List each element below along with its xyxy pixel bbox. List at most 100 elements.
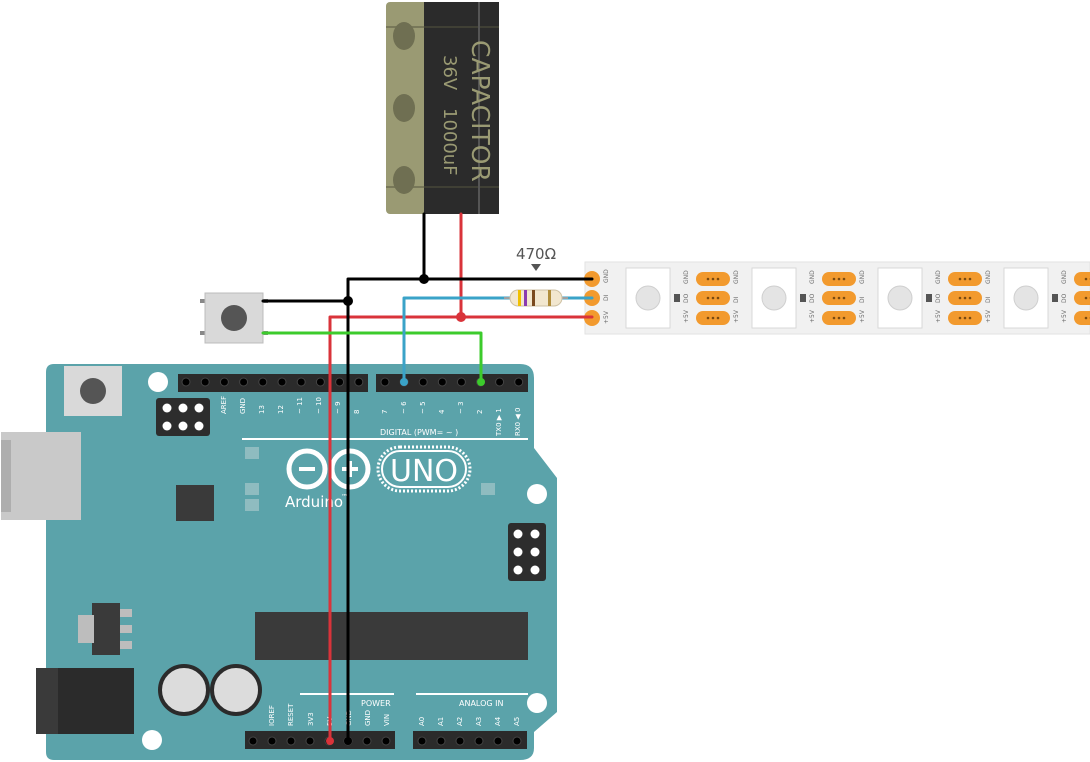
digital-left-pin-label: 13 <box>258 405 266 414</box>
digital-right-pin-label: TX0 ▶ 1 <box>495 408 503 437</box>
digital-header-right <box>376 374 528 392</box>
icsp-pin <box>530 529 540 539</box>
analog-header <box>413 731 527 749</box>
pad-dot <box>837 316 841 320</box>
smd-4 <box>481 483 495 495</box>
pad-dot <box>832 277 836 281</box>
capacitor: CAPACITOR 36V 1000uF <box>386 2 499 214</box>
icsp-pin <box>162 403 172 413</box>
icsp-pin <box>513 565 523 575</box>
analog-pin-label: A0 <box>418 717 426 726</box>
strip-out-label: DO <box>809 293 816 303</box>
brand-text: Arduino <box>285 493 343 511</box>
strip-pad <box>1074 272 1090 286</box>
board-pins <box>181 377 524 746</box>
led-lens <box>635 285 661 311</box>
board-capacitor-1 <box>158 664 210 716</box>
trademark-text: ™ <box>341 493 348 501</box>
logo-minus-ring <box>286 448 328 490</box>
digital-left-extra-pin <box>200 377 210 387</box>
power-jack-front <box>36 668 58 734</box>
digital-right-pin-label: 7 <box>381 410 389 414</box>
pad-dot <box>963 277 967 281</box>
pad-dot <box>958 316 962 320</box>
power-pin <box>381 736 391 746</box>
strip-out-label: +5V <box>683 309 690 323</box>
regulator-tab <box>78 615 94 643</box>
digital-left-pin-label: AREF <box>220 396 228 414</box>
smd-3 <box>245 499 259 511</box>
pin-dot-2 <box>477 378 485 386</box>
led-capacitor <box>1052 294 1058 302</box>
resistor-marker-icon <box>531 264 541 271</box>
strip-in-label: GND <box>733 270 740 284</box>
analog-pin <box>455 736 465 746</box>
icsp-pin <box>194 403 204 413</box>
wire-ground <box>346 277 594 743</box>
digital-right-pin-label: ~ 3 <box>457 401 465 414</box>
resistor: 470Ω <box>504 245 568 307</box>
icsp-pin <box>178 403 188 413</box>
analog-pin-label: A5 <box>513 717 521 726</box>
capacitor-crimp-2 <box>393 94 415 122</box>
pad-dot <box>706 277 710 281</box>
resistor-band-2 <box>524 290 527 306</box>
mount-hole-1 <box>148 372 168 392</box>
strip-out-label: GND <box>1061 270 1068 284</box>
wire-power-5v <box>328 315 594 743</box>
strip-in-label: DI <box>985 296 992 303</box>
analog-pin-label: A2 <box>456 717 464 726</box>
pin-dot-5v <box>326 737 334 745</box>
button-cap <box>221 305 247 331</box>
capacitor-label: CAPACITOR <box>466 40 495 182</box>
resistor-band-4 <box>548 290 551 306</box>
strip-out-label: GND <box>809 270 816 284</box>
smd-2 <box>245 483 259 495</box>
capacitor-voltage: 36V <box>439 55 460 91</box>
smd-1 <box>245 447 259 459</box>
digital-left-pin-label: 8 <box>353 410 361 414</box>
junction-power <box>456 312 466 322</box>
pad-dot <box>706 316 710 320</box>
logo-plus-v <box>348 461 352 477</box>
strip-in-label: DI <box>733 296 740 303</box>
capacitor-crimp-3 <box>393 166 415 194</box>
pin-dot-6 <box>400 378 408 386</box>
reset-button-cap <box>80 378 106 404</box>
wire-data-pin6 <box>402 296 514 384</box>
digital-right-pin <box>456 377 466 387</box>
strip-out-label: +5V <box>935 309 942 323</box>
icsp-pin <box>194 421 204 431</box>
digital-left-extra-pin <box>219 377 229 387</box>
pad-dot <box>1084 296 1088 300</box>
capacitor-band-top <box>386 26 499 28</box>
pad-dot <box>711 316 715 320</box>
pad-dot <box>963 296 967 300</box>
capacitor-stripe <box>424 2 499 214</box>
usb-connector <box>1 432 81 520</box>
pin-dot-gnd <box>344 737 352 745</box>
regulator-pin-2 <box>120 625 132 633</box>
digital-right-pin-label: 4 <box>438 409 446 414</box>
led-capacitor <box>926 294 932 302</box>
power-pin <box>362 736 372 746</box>
digital-left-extra-pin <box>239 377 249 387</box>
pad-dot <box>958 296 962 300</box>
small-chip <box>176 485 214 521</box>
resistor-value-label: 470Ω <box>516 245 556 263</box>
power-pin <box>305 736 315 746</box>
analog-pin-label: A1 <box>437 717 445 726</box>
pad-dot <box>1084 316 1088 320</box>
analog-label: ANALOG IN <box>459 699 504 708</box>
digital-left-pin-label: ~ 9 <box>334 401 342 414</box>
pad-dot <box>711 296 715 300</box>
digital-header-label: DIGITAL (PWM= ~ ) <box>380 428 458 437</box>
push-button <box>200 292 268 344</box>
strip-out-label: GND <box>935 270 942 284</box>
strip-out-label: +5V <box>1061 309 1068 323</box>
